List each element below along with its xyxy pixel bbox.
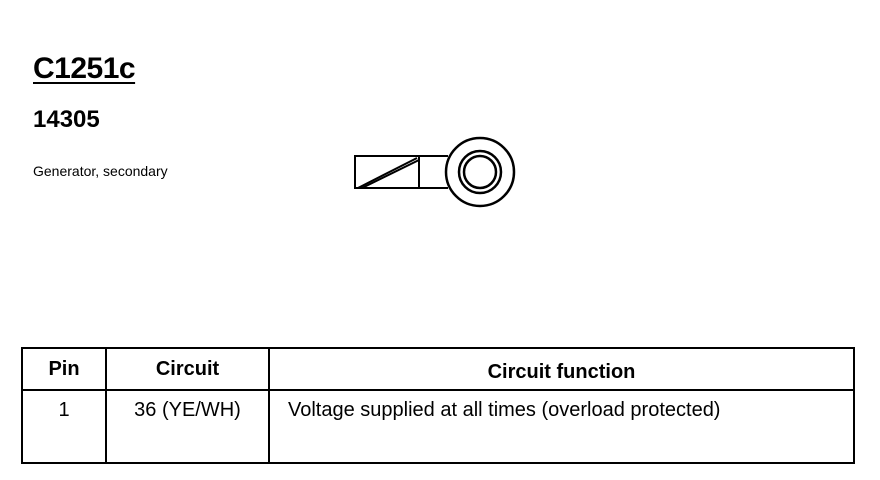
terminal-ring <box>444 136 516 208</box>
ring-terminal-icon <box>354 136 516 208</box>
cell-pin: 1 <box>21 390 107 463</box>
table-header-row: Pin Circuit Circuit function <box>21 348 855 391</box>
connector-id-title: C1251c <box>33 52 136 85</box>
header-pin: Pin <box>21 348 107 391</box>
connector-description: Generator, secondary <box>33 163 168 179</box>
cell-circuit: 36 (YE/WH) <box>105 390 270 463</box>
table-row: 1 36 (YE/WH) Voltage supplied at all tim… <box>21 390 855 463</box>
terminal-crimp-barrel <box>354 155 448 189</box>
header-circuit: Circuit <box>105 348 270 391</box>
pin-table: Pin Circuit Circuit function 1 36 (YE/WH… <box>21 347 855 464</box>
cell-circuit-function: Voltage supplied at all times (overload … <box>268 390 855 463</box>
header-circuit-function: Circuit function <box>268 348 855 391</box>
part-number: 14305 <box>33 106 100 133</box>
